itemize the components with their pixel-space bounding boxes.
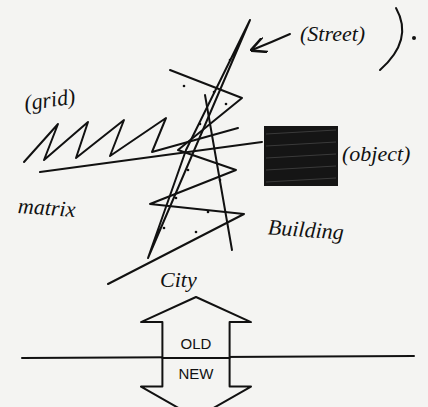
city-label: City bbox=[160, 268, 197, 292]
bracket bbox=[380, 8, 402, 70]
arrow-label: OLD bbox=[140, 336, 252, 351]
arrow-path bbox=[141, 358, 251, 407]
stipple bbox=[163, 59, 232, 234]
arrow-label: NEW bbox=[140, 366, 252, 381]
grid-label: (grid) bbox=[23, 85, 77, 116]
down-arrow: NEW bbox=[140, 358, 252, 407]
up-arrow: OLD bbox=[140, 296, 252, 358]
arrow-path bbox=[141, 297, 251, 358]
street-label: (Street) bbox=[300, 22, 365, 46]
object-label: (object) bbox=[342, 142, 410, 166]
matrix-label: matrix bbox=[17, 194, 76, 222]
city-shape bbox=[205, 95, 232, 250]
city-shape bbox=[108, 70, 244, 284]
building-label: Building bbox=[267, 215, 344, 244]
street-shape bbox=[148, 20, 250, 258]
dot bbox=[412, 36, 416, 40]
building-block bbox=[264, 126, 338, 186]
leader-arrow bbox=[252, 34, 290, 50]
